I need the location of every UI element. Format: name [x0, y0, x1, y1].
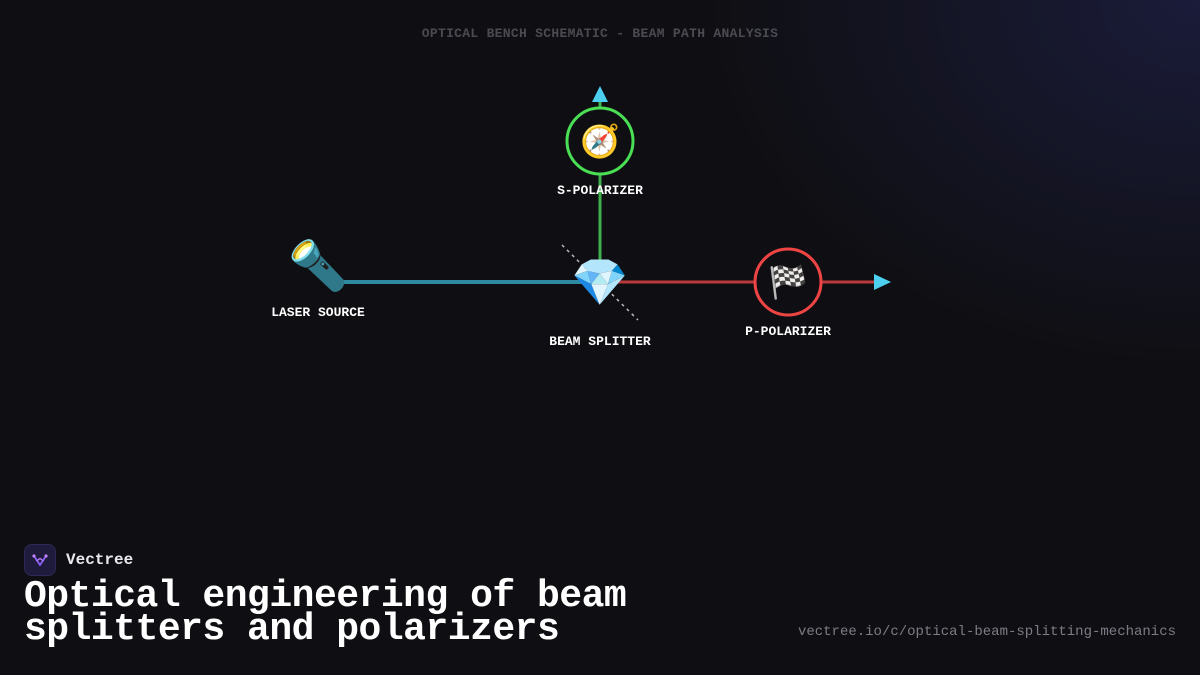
s-polarizer-ring: [565, 106, 635, 176]
transmitted-arrow-icon: [874, 274, 891, 290]
reflected-arrow-icon: [592, 86, 608, 102]
beam-splitter-label: BEAM SPLITTER: [549, 334, 651, 349]
checkered-flag-icon: 🏁: [768, 263, 808, 301]
gem-icon: 💎: [571, 255, 628, 309]
p-polarizer-label: P-POLARIZER: [745, 324, 831, 339]
p-polarizer-ring: [753, 247, 823, 317]
vectree-logo-icon: [24, 544, 56, 576]
p-polarizer-node[interactable]: 🏁 P-POLARIZER: [745, 247, 831, 339]
brand-name: Vectree: [66, 551, 134, 569]
s-polarizer-label: S-POLARIZER: [557, 183, 643, 198]
beam-splitter-node[interactable]: 💎 BEAM SPLITTER: [549, 255, 651, 349]
laser-source-label: LASER SOURCE: [271, 305, 365, 320]
source-url[interactable]: vectree.io/c/optical-beam-splitting-mech…: [797, 624, 1176, 640]
schematic-title: OPTICAL BENCH SCHEMATIC - BEAM PATH ANAL…: [421, 26, 779, 41]
laser-source-node[interactable]: 🔦 LASER SOURCE: [271, 238, 365, 320]
headline: Optical engineering of beam splitters an…: [24, 575, 627, 651]
s-polarizer-node[interactable]: 🧭 S-POLARIZER: [557, 106, 643, 198]
brand[interactable]: Vectree: [24, 544, 133, 576]
compass-icon: 🧭: [580, 122, 620, 160]
flashlight-icon: 🔦: [288, 238, 348, 294]
